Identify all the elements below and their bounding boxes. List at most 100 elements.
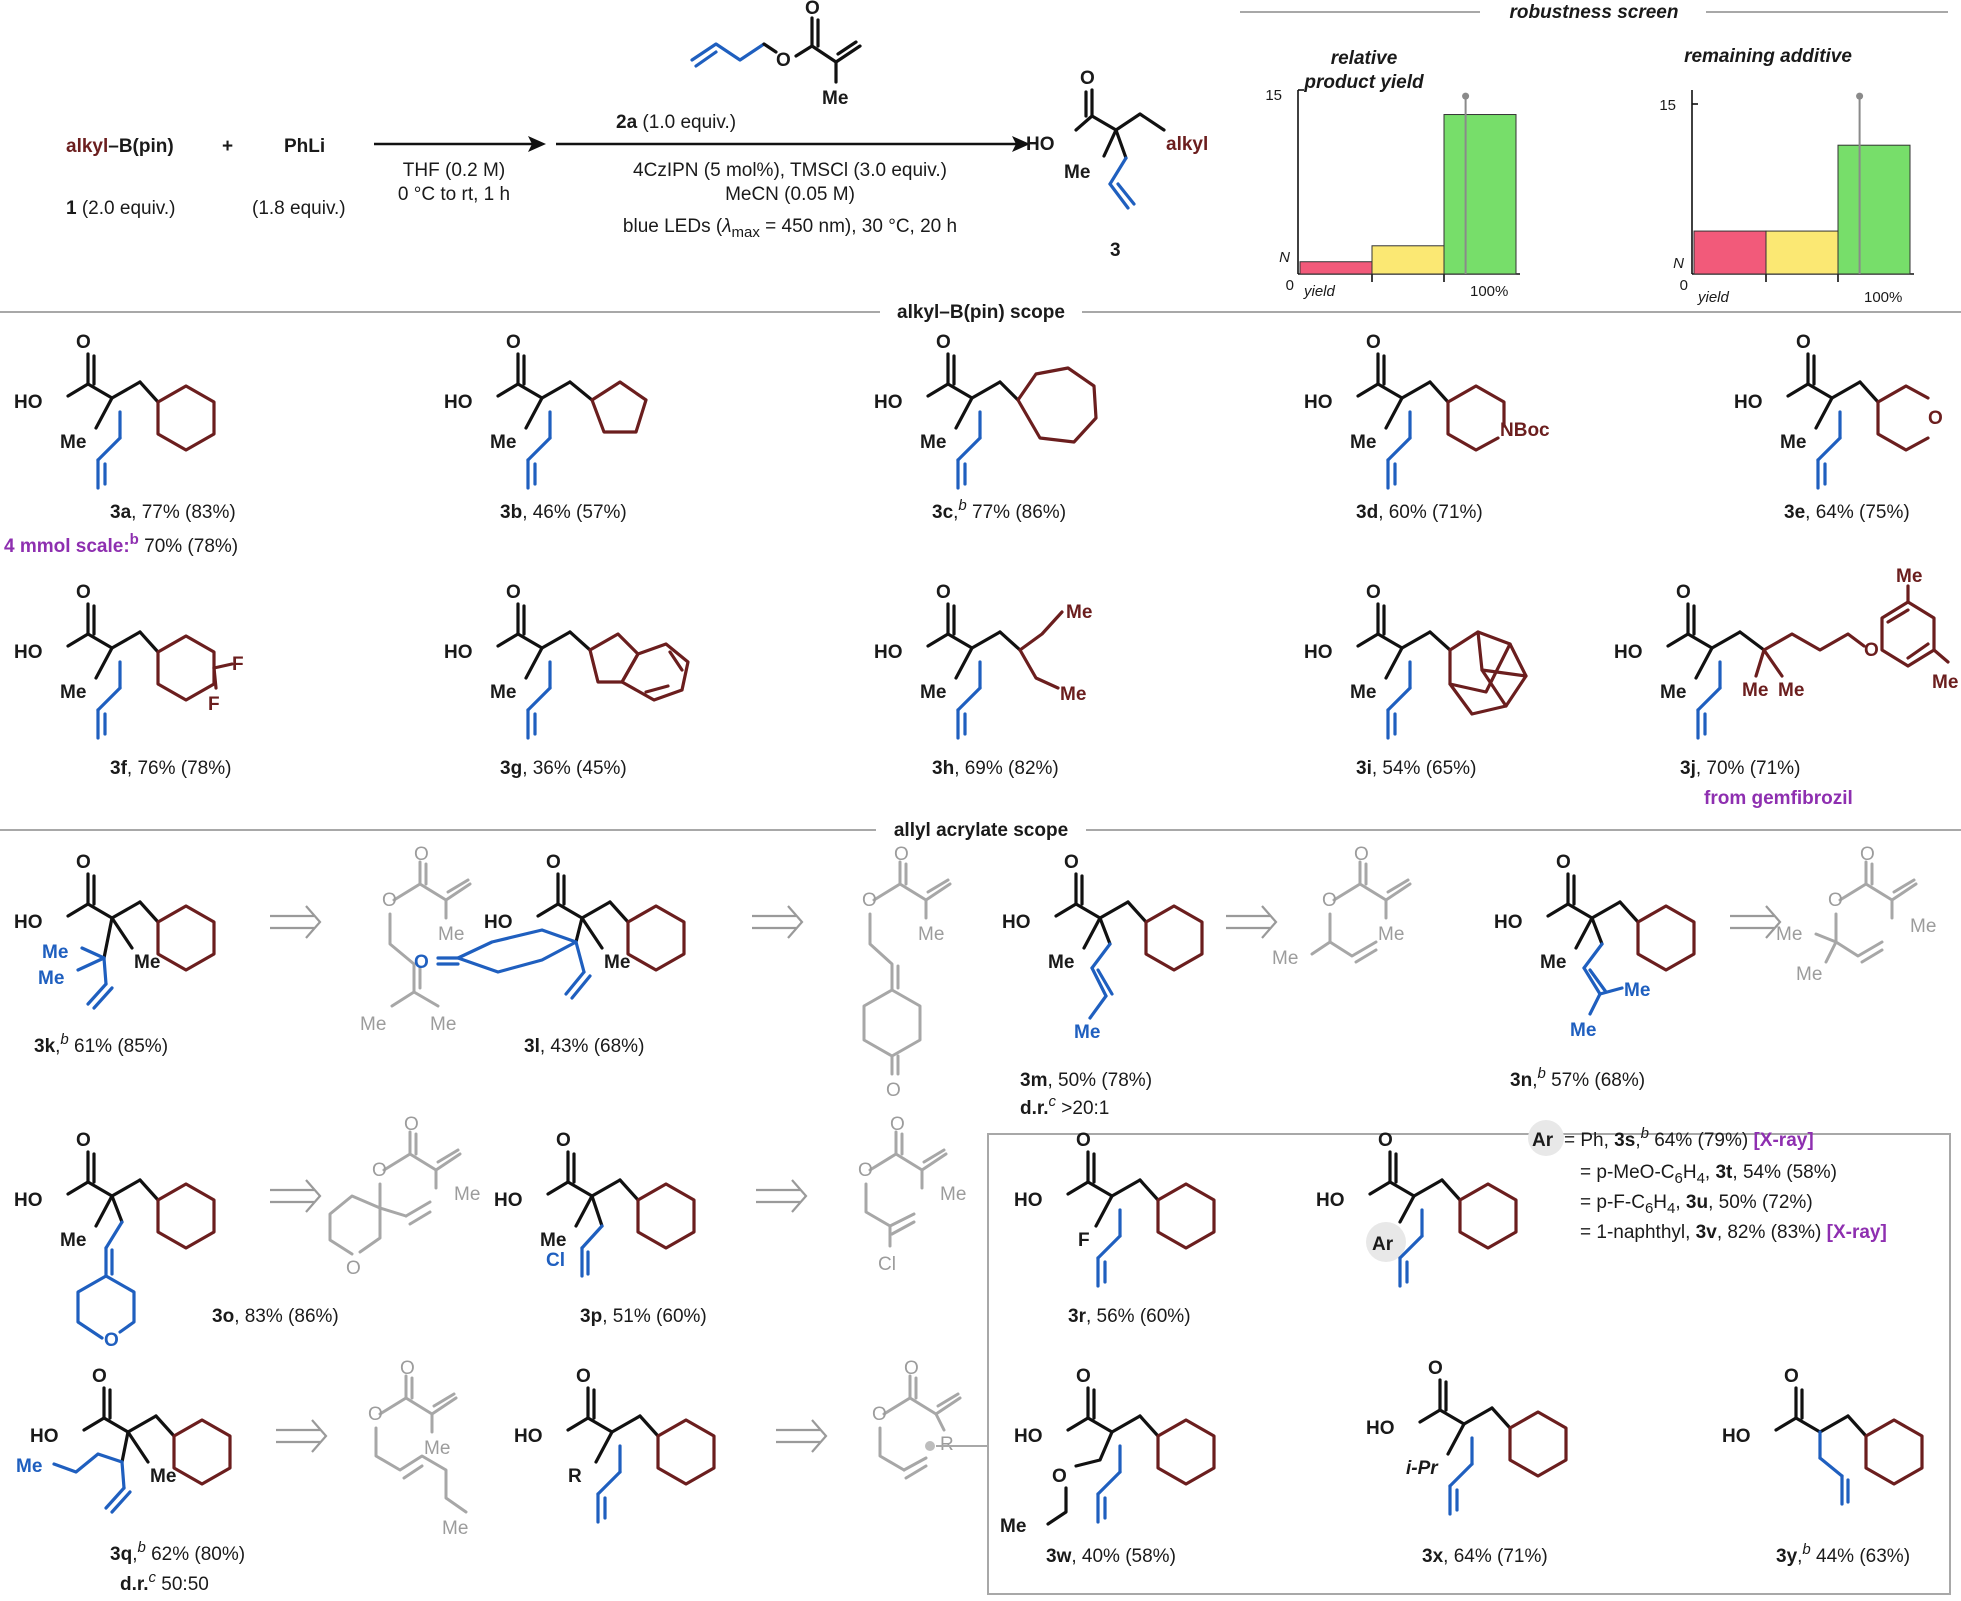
frame-other-substituents <box>987 1133 1951 1595</box>
svg-text:Me: Me <box>1932 672 1958 693</box>
svg-text:Me: Me <box>430 1014 456 1035</box>
svg-text:O: O <box>872 1404 887 1425</box>
svg-text:Me: Me <box>1066 602 1092 623</box>
label-3e: 3e, 64% (75%) <box>1784 502 1910 523</box>
structure-3c: HOO Me <box>874 332 1098 490</box>
svg-text:HO: HO <box>14 912 43 933</box>
svg-text:1 (2.0 equiv.): 1 (2.0 equiv.) <box>66 198 176 219</box>
svg-text:Me: Me <box>1796 964 1822 985</box>
structure-3m: HOO Me Me <box>1002 852 1204 1043</box>
svg-text:blue LEDs (λmax = 450 nm), 30: blue LEDs (λmax = 450 nm), 30 °C, 20 h <box>623 216 957 241</box>
svg-text:O: O <box>1784 1366 1799 1387</box>
chart2-xright-label: 100% <box>1864 289 1902 306</box>
svg-text:O: O <box>1378 1130 1393 1151</box>
svg-text:Me: Me <box>1742 680 1768 701</box>
svg-text:F: F <box>232 654 244 675</box>
svg-text:HO: HO <box>874 392 903 413</box>
svg-text:O: O <box>1366 582 1381 603</box>
label-3d: 3d, 60% (71%) <box>1356 502 1483 523</box>
svg-text:HO: HO <box>1722 1426 1751 1447</box>
svg-text:HO: HO <box>484 912 513 933</box>
svg-text:Me: Me <box>1074 1022 1100 1043</box>
svg-text:O: O <box>936 332 951 353</box>
ar-item-3v: = 1-naphthyl, 3v, 82% (83%) [X-ray] <box>1580 1222 1887 1243</box>
svg-text:Me: Me <box>1350 432 1376 453</box>
structure-3i: HO O Me <box>1304 582 1528 740</box>
svg-text:O: O <box>372 1160 387 1181</box>
svg-text:O: O <box>368 1404 383 1425</box>
aryl-substituent-list: Ar = Ph, 3s,b 64% (79%) [X-ray] = p-MeO-… <box>1528 1120 1887 1243</box>
structure-3x: HOO i-Pr <box>1366 1358 1568 1516</box>
svg-text:O: O <box>776 50 791 71</box>
label-3y: 3y,b 44% (63%) <box>1776 1541 1910 1567</box>
structure-3h: HOO Me Me Me <box>874 582 1092 740</box>
svg-text:Me: Me <box>150 1466 176 1487</box>
svg-text:(1.8 equiv.): (1.8 equiv.) <box>252 198 346 219</box>
svg-text:Me: Me <box>134 952 160 973</box>
chart-relative-yield: 15 N 0 yield 100% <box>1265 87 1520 300</box>
svg-text:Me: Me <box>1910 916 1936 937</box>
svg-text:Me: Me <box>1000 1516 1026 1537</box>
svg-text:NBoc: NBoc <box>1500 420 1550 441</box>
svg-text:Me: Me <box>438 924 464 945</box>
reactant-phli: PhLi (1.8 equiv.) <box>252 136 346 219</box>
svg-text:O: O <box>346 1258 361 1279</box>
svg-text:Me: Me <box>540 1230 566 1251</box>
svg-text:Me: Me <box>360 1014 386 1035</box>
svg-text:Me: Me <box>442 1518 468 1539</box>
svg-text:HO: HO <box>1026 134 1055 155</box>
svg-text:Me: Me <box>1064 162 1090 183</box>
svg-text:O: O <box>76 1130 91 1151</box>
svg-text:O: O <box>1928 408 1943 429</box>
marker-dot-2 <box>1856 92 1864 100</box>
svg-text:HO: HO <box>14 392 43 413</box>
svg-text:Me: Me <box>1378 924 1404 945</box>
chart1-xleft-label: yield <box>1303 283 1336 300</box>
chart2-title: remaining additive <box>1684 46 1852 67</box>
svg-text:Me: Me <box>1060 684 1086 705</box>
chart2-xleft-label: yield <box>1697 289 1730 306</box>
acrylate-2a-structure: O O Me <box>690 0 862 109</box>
svg-text:HO: HO <box>444 642 473 663</box>
label-3f: 3f, 76% (78%) <box>110 758 231 779</box>
dr-3m: d.r.c >20:1 <box>1020 1093 1109 1119</box>
structure-3y: HO O <box>1722 1366 1924 1506</box>
label-3n: 3n,b 57% (68%) <box>1510 1065 1645 1091</box>
retro-arrow-3o <box>268 1178 322 1214</box>
svg-text:THF (0.2 M): THF (0.2 M) <box>403 160 505 181</box>
svg-text:O: O <box>904 1358 919 1379</box>
svg-text:F: F <box>1078 1230 1090 1251</box>
svg-text:Me: Me <box>1778 680 1804 701</box>
svg-text:Me: Me <box>1896 566 1922 587</box>
note-3j-source: from gemfibrozil <box>1704 788 1853 809</box>
svg-text:Me: Me <box>42 942 68 963</box>
svg-text:O: O <box>1064 852 1079 873</box>
svg-text:O: O <box>1864 640 1879 661</box>
svg-text:HO: HO <box>1494 912 1523 933</box>
label-3w: 3w, 40% (58%) <box>1046 1546 1176 1567</box>
svg-text:HO: HO <box>30 1426 59 1447</box>
structure-3w: HOO O Me <box>1000 1366 1216 1537</box>
svg-text:O: O <box>382 890 397 911</box>
svg-text:2a (1.0 equiv.): 2a (1.0 equiv.) <box>616 112 736 133</box>
svg-text:Me: Me <box>1350 682 1376 703</box>
section-alkyl-scope: alkyl–B(pin) scope <box>897 302 1065 323</box>
bar-1-low <box>1299 261 1373 275</box>
structure-3j: HOO Me Me Me O Me Me <box>1614 566 1958 740</box>
svg-text:Me: Me <box>918 924 944 945</box>
chart2-ymax-label: 15 <box>1659 97 1676 114</box>
structure-3q: HOO Me Me <box>16 1366 232 1514</box>
svg-text:O: O <box>805 0 820 19</box>
plus-sign: + <box>222 136 233 157</box>
svg-text:Me: Me <box>16 1456 42 1477</box>
svg-text:Me: Me <box>1570 1020 1596 1041</box>
svg-text:O: O <box>104 1330 119 1351</box>
svg-text:HO: HO <box>1304 642 1333 663</box>
bar-1-high <box>1443 114 1517 275</box>
label-3k: 3k,b 61% (85%) <box>34 1031 168 1057</box>
svg-text:F: F <box>208 694 220 715</box>
retro-arrow-3p <box>754 1178 808 1214</box>
label-3m: 3m, 50% (78%) <box>1020 1070 1152 1091</box>
structure-3a: HOO Me <box>14 332 216 490</box>
svg-text:Me: Me <box>1624 980 1650 1001</box>
